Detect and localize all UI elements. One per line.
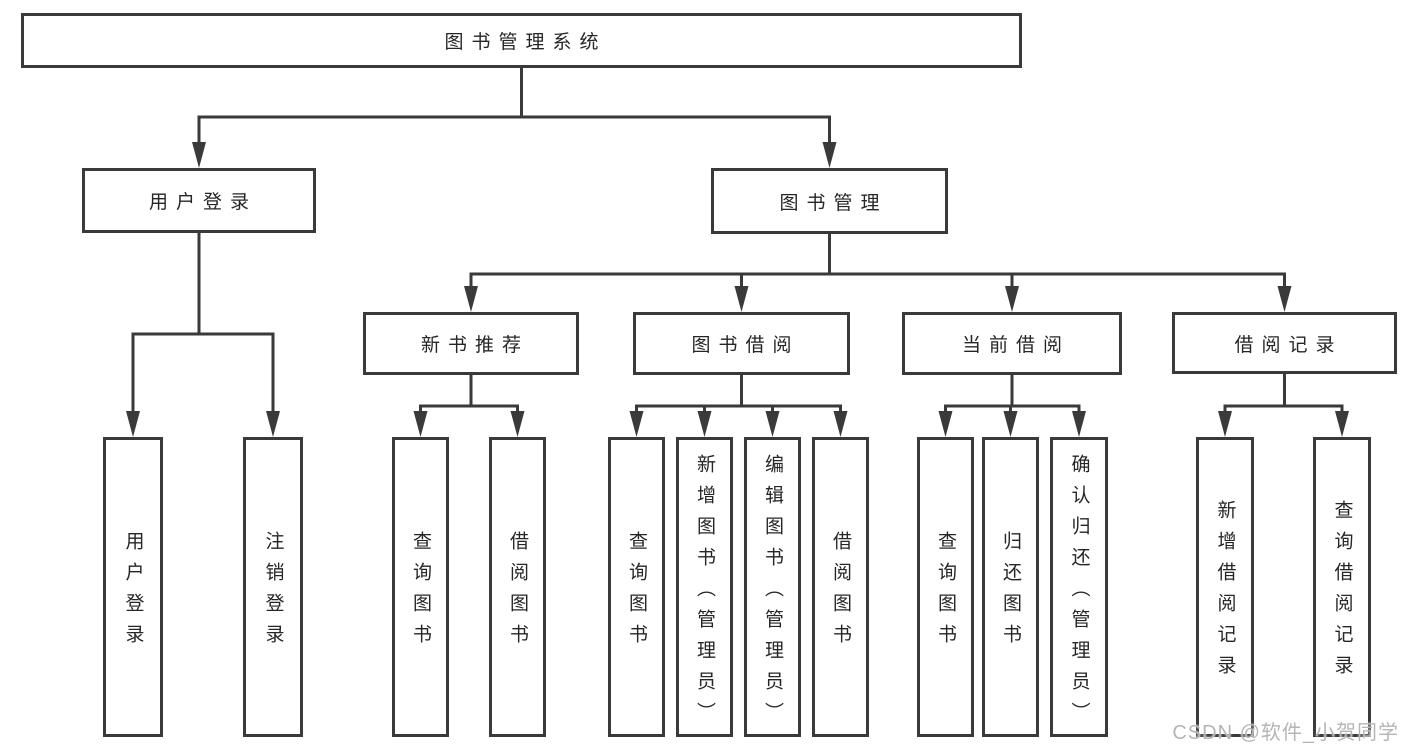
arrowhead-icon-book-management-to-level3-3 bbox=[1277, 286, 1292, 312]
arrowhead-icon-root-to-level2-0 bbox=[192, 142, 206, 168]
leaf-borrowing-edit-books-admin: 编辑图书（管理员） bbox=[744, 437, 801, 737]
node-current-borrowing: 当前借阅 bbox=[902, 312, 1122, 375]
arrowhead-icon-borrowing-to-leaves-2 bbox=[765, 411, 780, 437]
node-book-management: 图书管理 bbox=[711, 168, 948, 234]
node-book-borrowing-label: 图书借阅 bbox=[691, 335, 800, 356]
csdn-watermark: CSDN @软件_小贺同学 bbox=[1172, 722, 1399, 744]
node-root-library-management-system: 图书管理系统 bbox=[21, 13, 1022, 68]
arrowhead-icon-current-to-leaves-2 bbox=[1072, 411, 1086, 437]
leaf-current-return-books: 归还图书 bbox=[982, 437, 1039, 737]
leaf-borrowing-query-books: 查询图书 bbox=[608, 437, 665, 737]
leaf-current-query-books: 查询图书 bbox=[917, 437, 974, 737]
leaf-borrowing-add-books-admin-label: 新增图书（管理员） bbox=[694, 453, 715, 733]
node-new-book-recommendation-label: 新书推荐 bbox=[420, 335, 529, 356]
node-borrowing-records: 借阅记录 bbox=[1172, 312, 1397, 374]
arrowhead-icon-current-to-leaves-0 bbox=[938, 411, 953, 437]
arrowhead-icon-recommendation-to-leaves-1 bbox=[510, 411, 525, 437]
node-borrowing-records-label: 借阅记录 bbox=[1234, 334, 1343, 356]
arrowhead-icon-user-login-to-leaves-1 bbox=[266, 411, 280, 437]
leaf-records-add-borrow-record-label: 新增借阅记录 bbox=[1214, 500, 1236, 686]
arrowhead-icon-book-management-to-level3-2 bbox=[1005, 286, 1019, 312]
leaf-current-confirm-return-admin: 确认归还（管理员） bbox=[1050, 437, 1108, 737]
arrowhead-icon-recommendation-to-leaves-0 bbox=[413, 411, 428, 437]
node-root-label: 图书管理系统 bbox=[444, 32, 607, 53]
leaf-current-confirm-return-admin-label: 确认归还（管理员） bbox=[1068, 453, 1090, 733]
arrowhead-icon-borrowing-to-leaves-1 bbox=[697, 411, 712, 437]
leaf-borrowing-borrow-books-label: 借阅图书 bbox=[830, 531, 851, 655]
leaf-user-login: 用户登录 bbox=[103, 437, 163, 737]
leaf-borrowing-borrow-books: 借阅图书 bbox=[812, 437, 869, 737]
arrowhead-icon-root-to-level2-1 bbox=[822, 142, 837, 168]
node-book-borrowing: 图书借阅 bbox=[633, 312, 850, 375]
leaf-records-query-borrow-record-label: 查询借阅记录 bbox=[1331, 500, 1353, 686]
leaf-borrowing-edit-books-admin-label: 编辑图书（管理员） bbox=[762, 453, 783, 733]
node-user-login: 用户登录 bbox=[82, 168, 316, 233]
node-book-management-label: 图书管理 bbox=[779, 192, 888, 214]
leaf-recommend-query-books: 查询图书 bbox=[392, 437, 449, 737]
leaf-recommend-query-books-label: 查询图书 bbox=[410, 531, 431, 655]
leaf-borrowing-add-books-admin: 新增图书（管理员） bbox=[676, 437, 733, 737]
leaf-logout: 注销登录 bbox=[243, 437, 303, 737]
arrowhead-icon-current-to-leaves-1 bbox=[1003, 411, 1018, 437]
arrowhead-icon-book-management-to-level3-0 bbox=[464, 286, 478, 312]
leaf-records-add-borrow-record: 新增借阅记录 bbox=[1196, 437, 1254, 737]
leaf-user-login-label: 用户登录 bbox=[122, 531, 144, 655]
arrowhead-icon-user-login-to-leaves-0 bbox=[126, 411, 140, 437]
leaf-current-return-books-label: 归还图书 bbox=[1000, 531, 1021, 655]
leaf-records-query-borrow-record: 查询借阅记录 bbox=[1313, 437, 1371, 737]
arrowhead-icon-records-to-leaves-0 bbox=[1218, 411, 1232, 437]
node-new-book-recommendation: 新书推荐 bbox=[363, 312, 579, 375]
arrowhead-icon-borrowing-to-leaves-0 bbox=[629, 411, 644, 437]
arrowhead-icon-book-management-to-level3-1 bbox=[734, 286, 749, 312]
leaf-recommend-borrow-books: 借阅图书 bbox=[489, 437, 546, 737]
node-user-login-label: 用户登录 bbox=[148, 192, 257, 213]
arrowhead-icon-borrowing-to-leaves-3 bbox=[833, 411, 848, 437]
leaf-recommend-borrow-books-label: 借阅图书 bbox=[507, 531, 528, 655]
leaf-logout-label: 注销登录 bbox=[262, 531, 284, 655]
leaf-current-query-books-label: 查询图书 bbox=[935, 531, 956, 655]
leaf-borrowing-query-books-label: 查询图书 bbox=[626, 531, 647, 655]
arrowhead-icon-records-to-leaves-1 bbox=[1335, 411, 1349, 437]
node-current-borrowing-label: 当前借阅 bbox=[961, 335, 1070, 356]
